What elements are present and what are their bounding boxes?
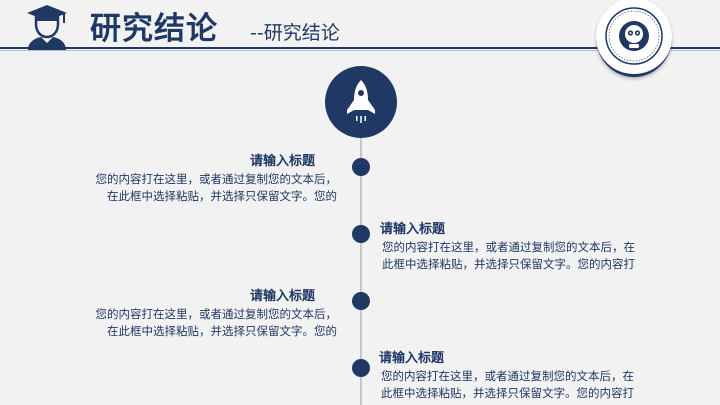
page-title: 研究结论: [90, 11, 218, 47]
timeline-item-3: 请输入标题 您的内容打在这里，或者通过复制您的文本后， 在此框中选择粘贴，并选择…: [60, 288, 338, 340]
item-text-line1: 您的内容打在这里，或者通过复制您的文本后，在: [382, 240, 635, 254]
item-text-line2: 在此框中选择粘贴，并选择只保留文字。您的: [107, 189, 337, 203]
timeline-dot: [352, 292, 370, 310]
timeline-dot: [352, 158, 370, 176]
item-text-line2: 此框中选择粘贴，并选择只保留文字。您的内容打: [381, 386, 634, 400]
timeline-dot: [352, 225, 370, 243]
item-text-line1: 您的内容打在这里，或者通过复制您的文本后，: [95, 172, 338, 186]
timeline-item-2: 请输入标题 您的内容打在这里，或者通过复制您的文本后，在 此框中选择粘贴，并选择…: [380, 221, 680, 273]
item-text-line2: 此框中选择粘贴，并选择只保留文字。您的内容打: [382, 257, 635, 271]
timeline-dot: [352, 359, 370, 377]
graduate-icon: [25, 4, 69, 50]
item-title: 请输入标题: [380, 222, 446, 237]
item-text-line1: 您的内容打在这里，或者通过复制您的文本后，: [95, 307, 338, 321]
item-title: 请输入标题: [249, 289, 315, 304]
header-divider-shadow: [0, 50, 720, 51]
timeline-item-1: 请输入标题 您的内容打在这里，或者通过复制您的文本后， 在此框中选择粘贴，并选择…: [60, 153, 338, 205]
header-divider: [0, 47, 720, 49]
timeline-line: [360, 110, 362, 405]
item-title: 请输入标题: [379, 351, 445, 366]
item-text-line1: 您的内容打在这里，或者通过复制您的文本后，在: [381, 369, 634, 383]
item-text-line2: 在此框中选择粘贴，并选择只保留文字。您的: [107, 324, 337, 338]
timeline-item-4: 请输入标题 您的内容打在这里，或者通过复制您的文本后，在 此框中选择粘贴，并选择…: [379, 350, 679, 402]
rocket-icon: [325, 66, 397, 138]
university-seal-logo: [596, 0, 672, 77]
page-subtitle: --研究结论: [250, 22, 340, 44]
item-title: 请输入标题: [249, 154, 315, 169]
